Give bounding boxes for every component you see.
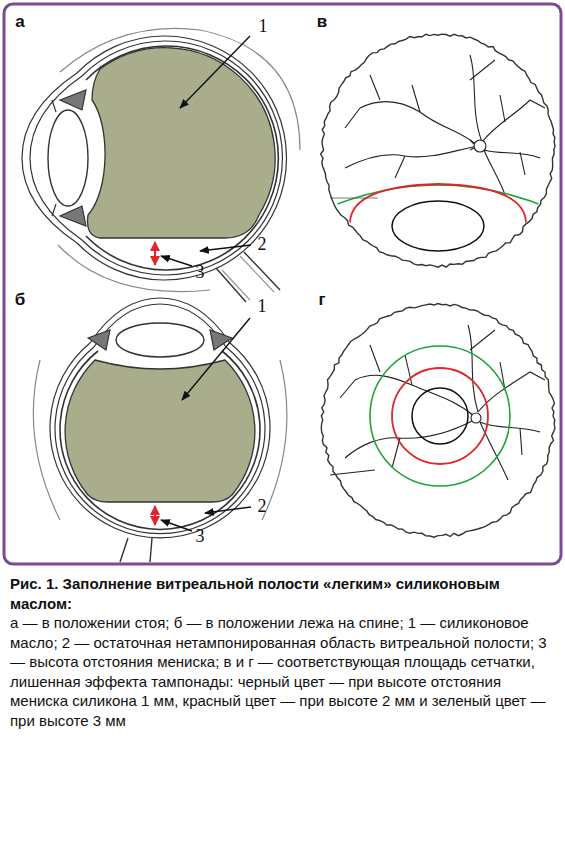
callout-number: 2 (258, 234, 267, 255)
caption-block: Рис. 1. Заполнение витреальной полости «… (10, 574, 550, 730)
cornea (90, 298, 230, 343)
silicone-oil (65, 360, 255, 502)
retinal-vessel (468, 325, 545, 412)
callout-number: 3 (196, 526, 205, 547)
leader-line (180, 36, 250, 108)
retina (86, 46, 278, 270)
fundus-border (321, 34, 555, 267)
cornea-inner (94, 304, 226, 347)
zone-3mm (370, 346, 510, 486)
retinal-vessel (345, 146, 478, 178)
panel-letter: в (317, 12, 327, 32)
silicone-oil (88, 48, 276, 238)
panel-letter: а (15, 12, 24, 32)
panel-frame (4, 4, 561, 564)
lens (48, 110, 88, 206)
fundus-border (321, 304, 555, 538)
zone-1mm (392, 201, 484, 251)
sclera (50, 343, 270, 538)
leader-line (161, 520, 192, 531)
lens (116, 323, 204, 357)
retinal-vessel (345, 75, 478, 146)
callout-number: 1 (258, 296, 267, 317)
figure-caption: а — в положении стоя; б — в положении ле… (10, 613, 550, 730)
vessel (330, 198, 378, 199)
fundus-map (330, 325, 545, 486)
callout-number: 3 (196, 262, 205, 283)
leader-line (161, 256, 192, 266)
optic-nerve (120, 538, 152, 562)
leader-line (182, 318, 250, 400)
disc-mark (470, 140, 474, 150)
figure-title: Рис. 1. Заполнение витреальной полости «… (10, 574, 550, 613)
panel-letter: г (318, 290, 325, 310)
panel-letter: б (15, 290, 26, 310)
ciliary-body (88, 330, 232, 350)
meniscus-height (154, 242, 156, 265)
optic-disc (474, 140, 486, 152)
choroid (82, 41, 282, 275)
optic-nerve-sheath (222, 256, 274, 300)
iris (52, 100, 56, 216)
ciliary-body (60, 90, 86, 226)
fundus-map (318, 55, 558, 280)
optic-nerve (216, 252, 280, 302)
eye-standing (22, 28, 300, 302)
leader-line (205, 507, 251, 513)
callout-number: 1 (259, 16, 268, 37)
meniscus-height (154, 506, 156, 525)
eye-supine (33, 298, 287, 562)
retina (60, 351, 260, 529)
retinal-vessel (470, 55, 545, 142)
choroid (55, 347, 265, 534)
retinal-vessel (484, 150, 540, 195)
retinal-vessel (330, 470, 375, 475)
callout-number: 2 (258, 496, 267, 517)
optic-disc (471, 413, 481, 423)
retinal-vessel (480, 422, 540, 480)
zone-2mm (392, 368, 488, 464)
zone-1mm (412, 388, 468, 444)
leader-line (200, 245, 251, 251)
sclera (77, 36, 287, 280)
